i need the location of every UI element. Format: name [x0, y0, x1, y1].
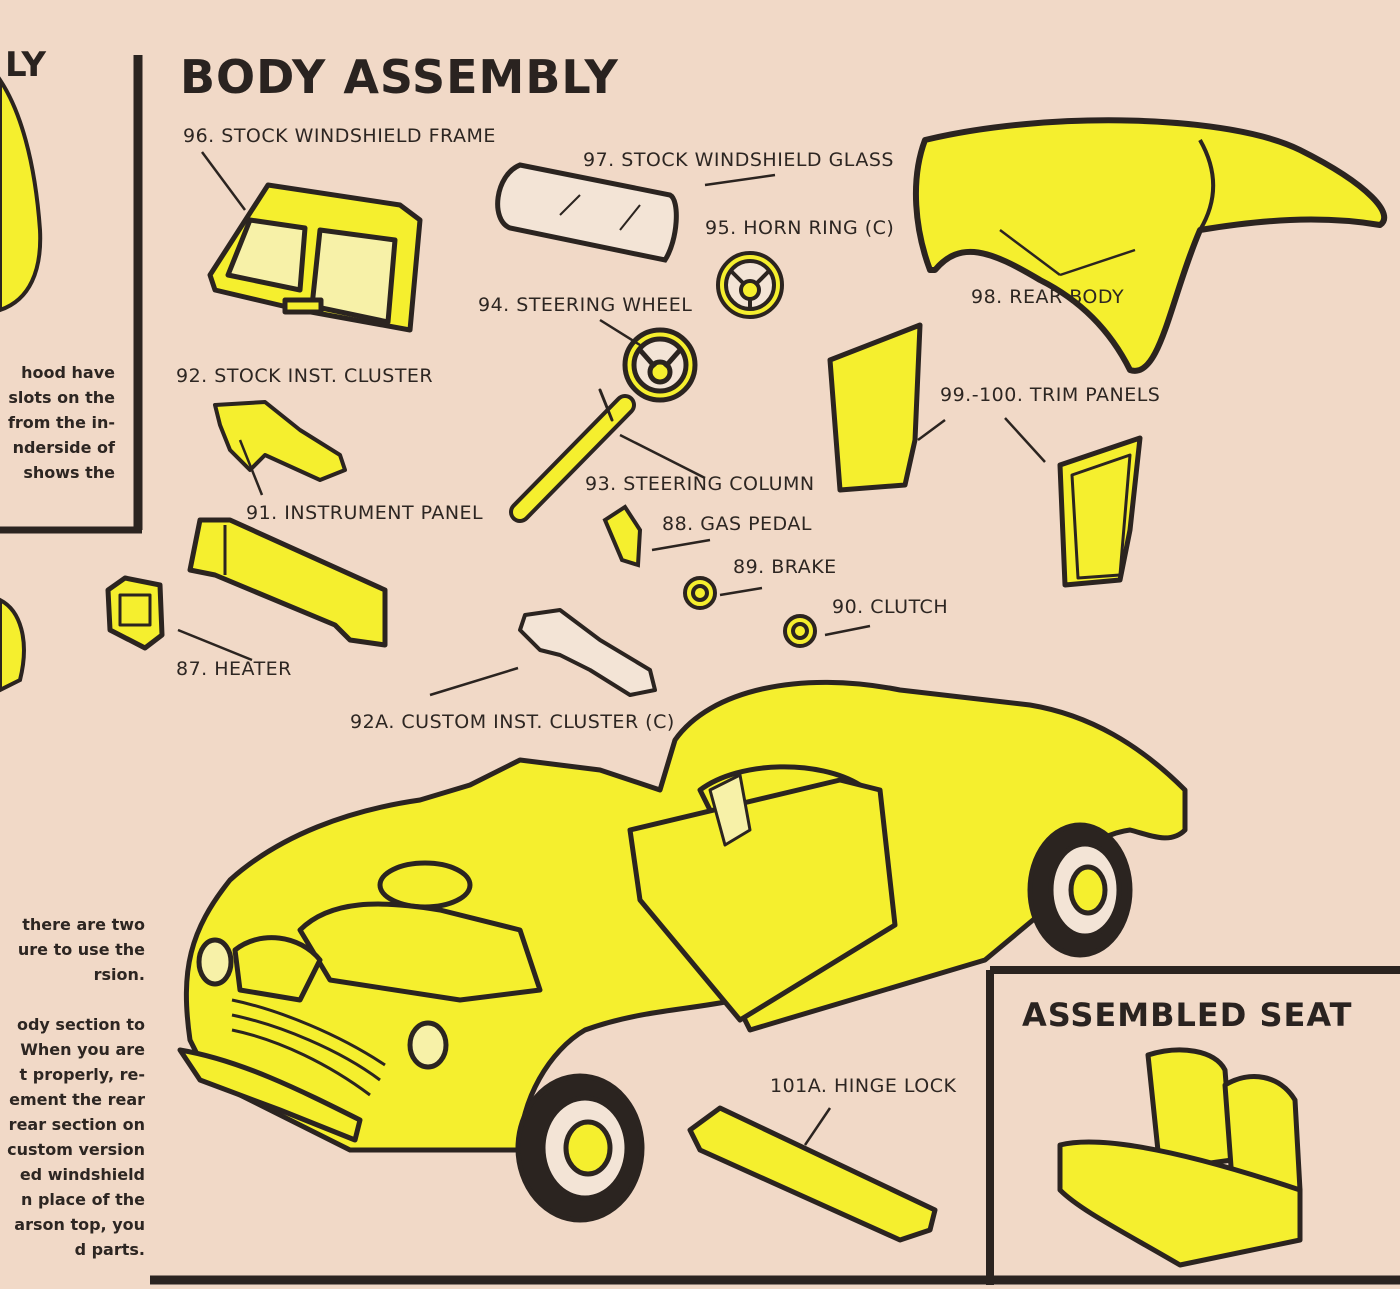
left-text-line: d parts. — [74, 1240, 145, 1259]
left-text-line: t properly, re- — [19, 1065, 145, 1084]
left-partial-part — [0, 76, 43, 693]
label-heater: 87. HEATER — [176, 658, 292, 680]
assembled-seat-illustration — [1057, 1047, 1303, 1268]
left-column-text-top: hood have slots on the from the in- nder… — [8, 360, 115, 485]
left-text-line: nderside of — [12, 438, 115, 457]
hinge-lock-part — [687, 1105, 938, 1243]
gas-pedal-part — [602, 504, 643, 568]
assembled-seat-frame — [986, 966, 1400, 1285]
instrument-panel-part — [187, 517, 388, 648]
label-instrument-panel: 91. INSTRUMENT PANEL — [246, 502, 484, 524]
left-column-text-bottom: there are two ure to use the rsion. ody … — [7, 912, 145, 1262]
trim-panel-right-part — [1057, 435, 1143, 588]
left-text-line: rear section on — [8, 1115, 145, 1134]
page-title: BODY ASSEMBLY — [180, 50, 619, 104]
clutch-pedal-part — [783, 614, 817, 648]
label-stock-windshield-frame: 96. STOCK WINDSHIELD FRAME — [183, 125, 496, 147]
label-brake: 89. BRAKE — [733, 556, 837, 578]
label-horn-ring: 95. HORN RING (C) — [705, 217, 895, 239]
label-stock-inst-cluster: 92. STOCK INST. CLUSTER — [176, 365, 434, 387]
trim-panel-left-part — [827, 322, 923, 493]
label-gas-pedal: 88. GAS PEDAL — [662, 513, 812, 535]
left-text-line: ure to use the — [17, 940, 145, 959]
label-trim-panels: 99.-100. TRIM PANELS — [940, 384, 1161, 406]
left-text-line: arson top, you — [14, 1215, 145, 1234]
assembled-car-illustration — [177, 679, 1188, 1223]
left-text-line: hood have — [21, 363, 115, 382]
brake-pedal-part — [683, 576, 717, 610]
left-text-line: n place of the — [20, 1190, 145, 1209]
left-text-line: shows the — [23, 463, 115, 482]
heater-part — [105, 575, 165, 651]
label-custom-inst-cluster: 92A. CUSTOM INST. CLUSTER (C) — [350, 711, 675, 733]
left-text-line: from the in- — [7, 413, 115, 432]
left-text-line: there are two — [22, 915, 145, 934]
label-rear-body: 98. REAR BODY — [971, 286, 1125, 308]
windshield-glass-part — [495, 162, 679, 263]
left-panel-frame — [0, 55, 1400, 1285]
left-text-line: When you are — [20, 1040, 145, 1059]
left-text-line: ement the rear — [9, 1090, 145, 1109]
label-steering-column: 93. STEERING COLUMN — [585, 473, 815, 495]
left-text-line: ody section to — [16, 1015, 145, 1034]
left-text-line: rsion. — [93, 965, 145, 984]
left-text-line — [7, 987, 145, 1012]
label-stock-windshield-glass: 97. STOCK WINDSHIELD GLASS — [583, 149, 894, 171]
label-clutch: 90. CLUTCH — [832, 596, 949, 618]
left-text-line: custom version — [7, 1140, 145, 1159]
horn-ring-part — [716, 251, 784, 319]
assembled-seat-title: ASSEMBLED SEAT — [1022, 996, 1353, 1034]
steering-column-part — [509, 388, 636, 523]
label-steering-wheel: 94. STEERING WHEEL — [478, 294, 693, 316]
left-text-line: slots on the — [8, 388, 115, 407]
steering-wheel-part — [622, 327, 698, 403]
rear-body-part — [912, 117, 1388, 374]
custom-instrument-cluster-part — [518, 608, 657, 697]
windshield-frame-part — [207, 182, 423, 333]
leader-lines — [177, 151, 1136, 1146]
label-hinge-lock: 101A. HINGE LOCK — [770, 1075, 957, 1097]
left-text-line: ed windshield — [19, 1165, 145, 1184]
left-heading-fragment: LY — [5, 45, 46, 85]
